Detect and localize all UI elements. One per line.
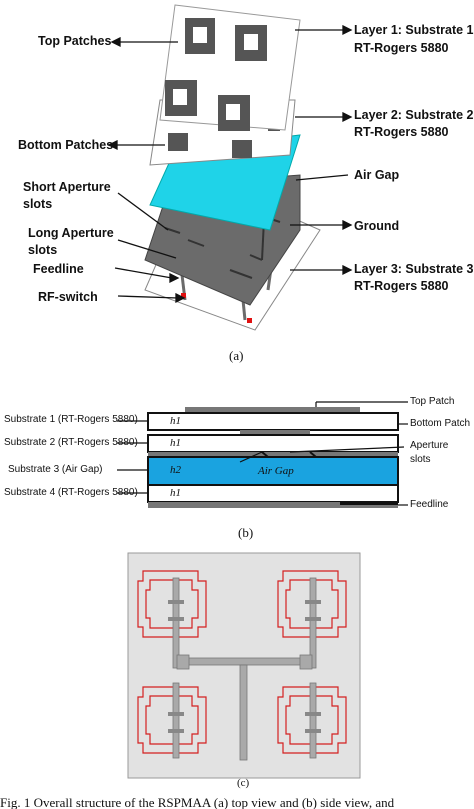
label-layer1-line2: RT-Rogers 5880 [354,41,449,55]
label-layer2-line2: RT-Rogers 5880 [354,125,449,139]
label-feedline-side: Feedline [410,499,449,510]
caption-c: (c) [237,777,250,789]
label-feedline: Feedline [33,262,84,276]
label-rf-switch: RF-switch [38,290,98,304]
substrate-1 [147,412,399,431]
label-top-patch: Top Patch [410,396,455,407]
patch-outline [137,570,347,754]
height-h2-air-gap: h2 [170,464,181,476]
label-aperture-2: slots [410,454,431,465]
side-view-diagram [117,401,408,508]
label-layer1-line1: Layer 1: Substrate 1 [354,23,474,37]
label-substrate-3: Substrate 3 (Air Gap) [8,464,103,475]
label-air-gap: Air Gap [354,168,400,182]
caption-a: (a) [229,348,244,363]
ground-layer [148,452,398,457]
label-layer3-line2: RT-Rogers 5880 [354,279,449,293]
long-aperture-slot [229,269,253,279]
layout-view-diagram [127,552,361,779]
label-long-aperture-1: Long Aperture [28,226,114,240]
aperture-slot-marker [168,600,321,733]
label-short-aperture-2: slots [23,197,53,211]
label-bottom-patches: Bottom Patches [18,138,114,152]
height-h1-substrate-4: h1 [170,487,181,499]
label-short-aperture-1: Short Aperture [23,180,111,194]
bottom-patch-layer [240,430,310,435]
label-substrate-1: Substrate 1 (RT-Rogers 5880) [4,414,138,425]
air-gap-inner-label: Air Gap [258,465,294,477]
substrate-4 [147,484,399,503]
caption-b: (b) [238,525,254,540]
label-substrate-2: Substrate 2 (RT-Rogers 5880) [4,437,138,448]
rf-switch-marker [181,293,186,298]
label-layer2-line1: Layer 2: Substrate 2 [354,108,474,122]
label-top-patches: Top Patches [38,34,112,48]
label-long-aperture-2: slots [28,243,58,257]
top-patch-layer [185,407,360,413]
height-h1-substrate-1: h1 [170,415,181,427]
label-aperture-1: Aperture [410,440,449,451]
figure-caption: Fig. 1 Overall structure of the RSPMAA (… [0,795,395,809]
feedline-layer [148,502,398,508]
top-patch [165,18,267,131]
label-bottom-patch: Bottom Patch [410,418,471,429]
label-ground: Ground [354,219,400,233]
label-layer3-line1: Layer 3: Substrate 3 [354,262,474,276]
height-h1-substrate-2: h1 [170,437,181,449]
feed-network [172,577,317,761]
label-substrate-4: Substrate 4 (RT-Rogers 5880) [4,487,138,498]
